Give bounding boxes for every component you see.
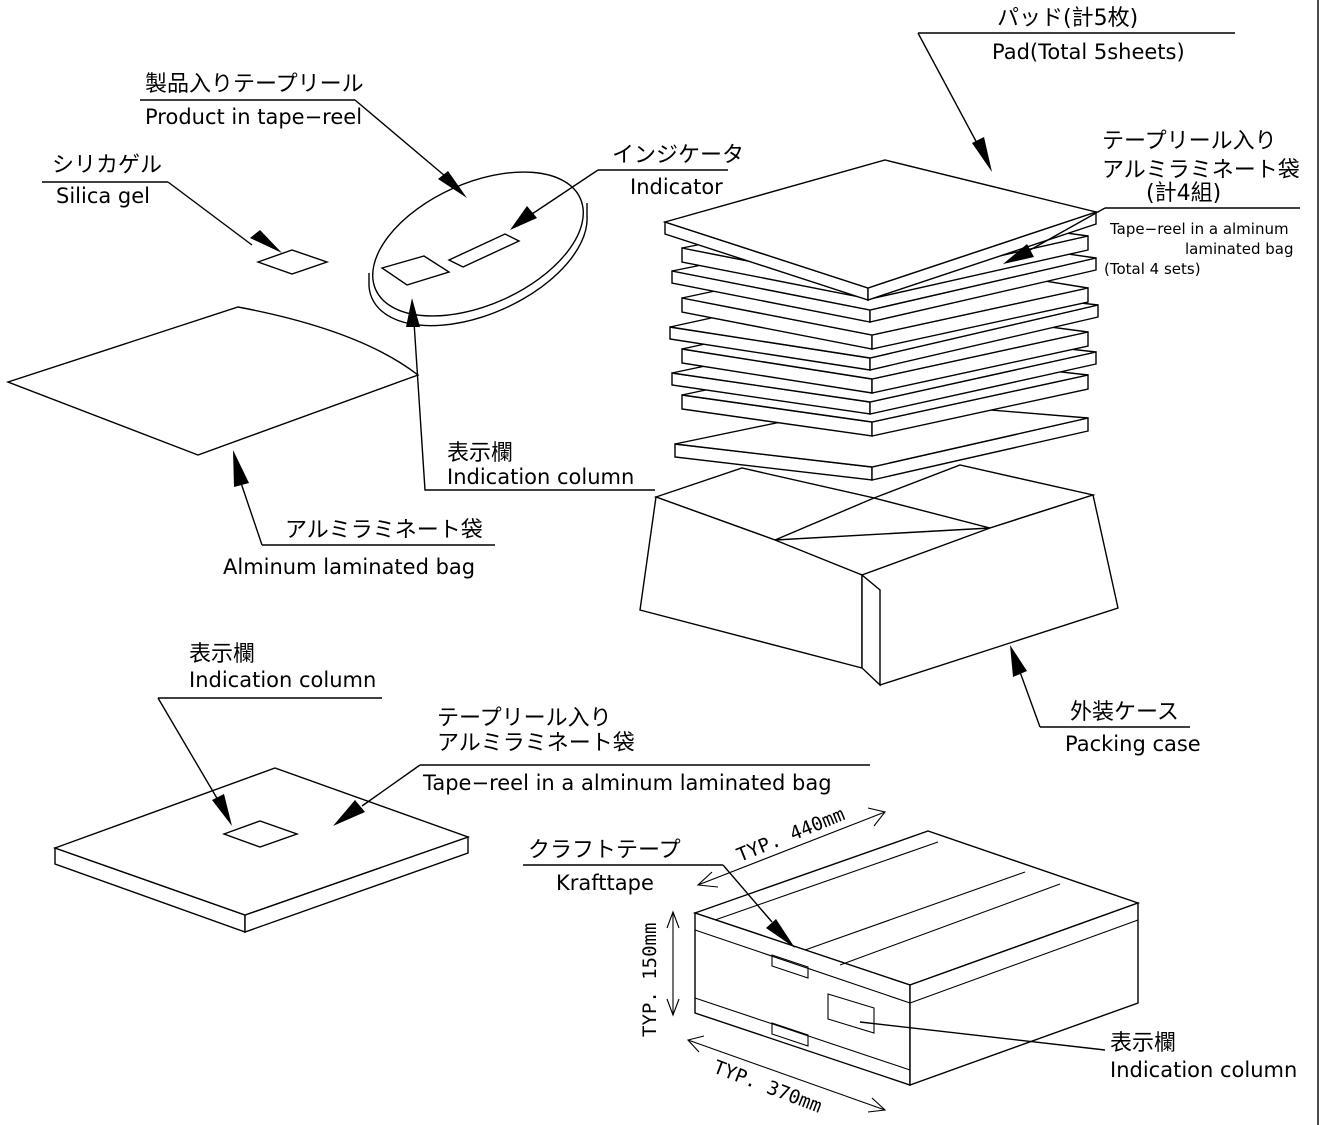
bag-set-label-jp-3: (計4組) — [1146, 181, 1221, 206]
indication-mid-label-jp: 表示欄 — [189, 642, 255, 667]
silica-gel-leader — [42, 181, 282, 253]
case-leader — [1010, 645, 1190, 728]
case-label-jp: 外装ケース — [1070, 700, 1179, 725]
tape-reel — [368, 171, 588, 327]
indication-top-leader — [406, 298, 655, 491]
pad-leader — [917, 32, 1235, 172]
aluminum-bag-sheet — [5, 306, 420, 456]
indication-box-label-en: Indication column — [1110, 1058, 1297, 1082]
silica-gel-label-jp: シリカゲル — [52, 153, 162, 178]
silica-gel — [255, 249, 330, 275]
kraft-label-jp: クラフトテープ — [528, 838, 681, 863]
reel-label-jp: 製品入りテープリール — [145, 72, 364, 97]
reel-label-patch — [380, 255, 451, 286]
indication-top-label-jp: 表示欄 — [447, 441, 513, 466]
dim-width — [696, 807, 886, 888]
indication-box-leader — [859, 1021, 1106, 1051]
bag-label-en: Tape−reel in a alminum laminated bag — [422, 771, 832, 795]
bag-set-label-en-2: laminated bag — [1185, 240, 1293, 258]
pad-label-en: Pad(Total 5sheets) — [992, 40, 1185, 64]
bag-set-leader — [1003, 207, 1300, 264]
al-bag-label-jp: アルミラミネート袋 — [285, 518, 483, 543]
box-indication-patch — [827, 993, 875, 1034]
indicator-leader — [510, 169, 728, 230]
pad-label-jp: パッド(計5枚) — [997, 6, 1138, 31]
single-bag — [52, 767, 471, 933]
al-bag-leader — [233, 450, 495, 546]
dim-height-label: TYP. 150mm — [639, 923, 661, 1037]
bag-leader — [333, 764, 870, 826]
closed-box — [692, 830, 1141, 1086]
silica-gel-label-en: Silica gel — [56, 184, 150, 208]
pad-stack — [662, 159, 1099, 481]
case-label-en: Packing case — [1065, 732, 1201, 756]
indicator-label-en: Indicator — [630, 175, 723, 199]
bag-set-label-en-3: (Total 4 sets) — [1104, 260, 1201, 278]
indication-mid-leader — [157, 697, 382, 826]
bag-label-jp-1: テープリール入り — [437, 706, 612, 731]
dim-depth-label: TYP. 370mm — [710, 1056, 825, 1118]
dim-height — [666, 910, 680, 1017]
reel-indicator-patch — [447, 233, 521, 268]
kraft-leader — [523, 864, 795, 948]
reel-label-en: Product in tape−reel — [145, 105, 362, 129]
bag-set-label-en-1: Tape−reel in a alminum — [1109, 220, 1289, 238]
al-bag-label-en: Alminum laminated bag — [223, 555, 475, 579]
kraft-label-en: Krafttape — [556, 871, 654, 895]
indication-box-label-jp: 表示欄 — [1110, 1031, 1176, 1056]
indicator-label-jp: インジケータ — [612, 143, 744, 168]
bag-label-jp-2: アルミラミネート袋 — [437, 731, 635, 756]
reel-leader — [140, 99, 467, 198]
indication-top-label-en: Indication column — [447, 465, 634, 489]
open-packing-case — [639, 464, 1119, 687]
stack-layer-1-top-pad — [662, 159, 1099, 301]
bag-set-label-jp-2: アルミラミネート袋 — [1102, 158, 1300, 183]
dim-depth — [686, 1035, 887, 1113]
bag-set-label-jp-1: テープリール入り — [1102, 129, 1277, 154]
dim-width-label: TYP. 440mm — [734, 803, 848, 866]
indication-mid-label-en: Indication column — [189, 668, 376, 692]
single-bag-label-patch — [221, 820, 300, 848]
